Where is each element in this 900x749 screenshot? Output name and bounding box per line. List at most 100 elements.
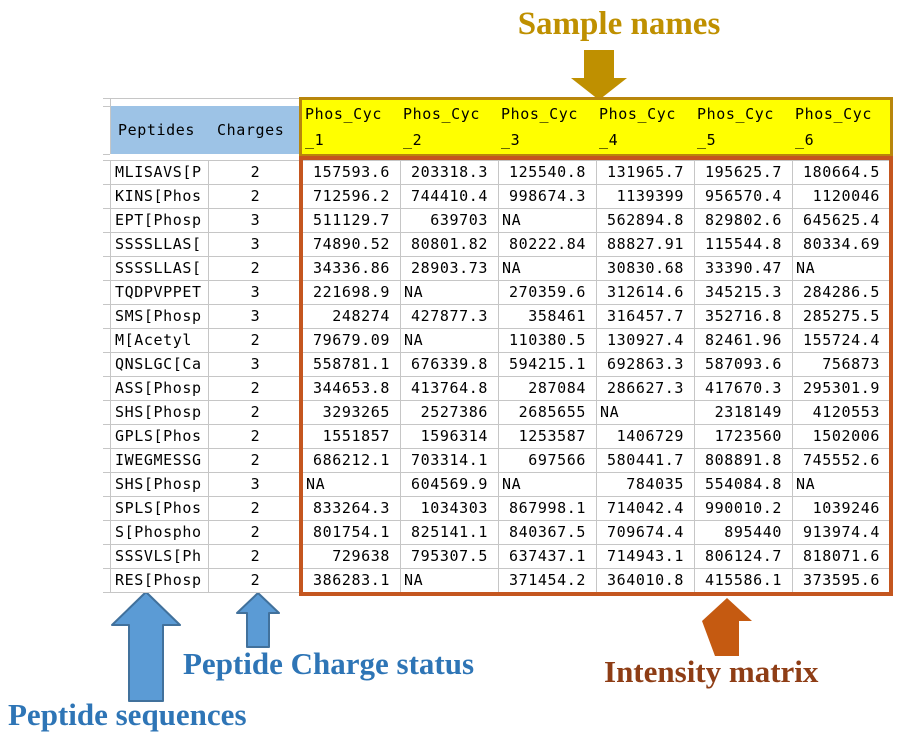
peptide-cell[interactable]: SHS[Phosp bbox=[111, 401, 209, 425]
charge-cell[interactable]: 2 bbox=[209, 569, 303, 593]
charge-cell[interactable]: 2 bbox=[209, 161, 303, 185]
intensity-cell[interactable]: 562894.8 bbox=[597, 209, 695, 233]
intensity-cell[interactable]: 697566 bbox=[499, 449, 597, 473]
sample-header-cell[interactable]: Phos_Cyc_5 bbox=[697, 105, 775, 149]
intensity-cell[interactable]: 221698.9 bbox=[303, 281, 401, 305]
charge-cell[interactable]: 2 bbox=[209, 545, 303, 569]
intensity-cell[interactable]: 990010.2 bbox=[695, 497, 793, 521]
intensity-cell[interactable]: 157593.6 bbox=[303, 161, 401, 185]
intensity-cell[interactable]: 833264.3 bbox=[303, 497, 401, 521]
intensity-cell[interactable]: 358461 bbox=[499, 305, 597, 329]
charge-cell[interactable]: 2 bbox=[209, 185, 303, 209]
intensity-cell[interactable]: NA bbox=[597, 401, 695, 425]
peptide-cell[interactable]: SSSVLS[Ph bbox=[111, 545, 209, 569]
intensity-cell[interactable]: 352716.8 bbox=[695, 305, 793, 329]
charge-cell[interactable]: 2 bbox=[209, 377, 303, 401]
peptide-cell[interactable]: SSSSLLAS[ bbox=[111, 233, 209, 257]
intensity-cell[interactable]: 639703 bbox=[401, 209, 499, 233]
intensity-cell[interactable]: 30830.68 bbox=[597, 257, 695, 281]
intensity-cell[interactable]: 88827.91 bbox=[597, 233, 695, 257]
intensity-cell[interactable]: 1034303 bbox=[401, 497, 499, 521]
peptide-cell[interactable]: M[Acetyl bbox=[111, 329, 209, 353]
intensity-cell[interactable]: 587093.6 bbox=[695, 353, 793, 377]
sample-header-cell[interactable]: Phos_Cyc_3 bbox=[501, 105, 579, 149]
intensity-cell[interactable]: 285275.5 bbox=[793, 305, 891, 329]
intensity-cell[interactable]: 676339.8 bbox=[401, 353, 499, 377]
intensity-cell[interactable]: 2318149 bbox=[695, 401, 793, 425]
intensity-cell[interactable]: 286627.3 bbox=[597, 377, 695, 401]
intensity-cell[interactable]: 714042.4 bbox=[597, 497, 695, 521]
intensity-cell[interactable]: 840367.5 bbox=[499, 521, 597, 545]
intensity-cell[interactable]: 1406729 bbox=[597, 425, 695, 449]
intensity-cell[interactable]: 554084.8 bbox=[695, 473, 793, 497]
intensity-cell[interactable]: 1253587 bbox=[499, 425, 597, 449]
sample-header-cell[interactable]: Phos_Cyc_6 bbox=[795, 105, 873, 149]
intensity-cell[interactable]: 714943.1 bbox=[597, 545, 695, 569]
intensity-cell[interactable]: 195625.7 bbox=[695, 161, 793, 185]
intensity-cell[interactable]: NA bbox=[499, 209, 597, 233]
intensity-cell[interactable]: 956570.4 bbox=[695, 185, 793, 209]
peptide-cell[interactable]: QNSLGC[Ca bbox=[111, 353, 209, 377]
intensity-cell[interactable]: 371454.2 bbox=[499, 569, 597, 593]
intensity-cell[interactable]: 203318.3 bbox=[401, 161, 499, 185]
intensity-cell[interactable]: 801754.1 bbox=[303, 521, 401, 545]
intensity-cell[interactable]: 784035 bbox=[597, 473, 695, 497]
intensity-cell[interactable]: 756873 bbox=[793, 353, 891, 377]
charge-cell[interactable]: 3 bbox=[209, 353, 303, 377]
peptide-cell[interactable]: ASS[Phosp bbox=[111, 377, 209, 401]
peptide-cell[interactable]: IWEGMESSG bbox=[111, 449, 209, 473]
intensity-cell[interactable]: 594215.1 bbox=[499, 353, 597, 377]
intensity-cell[interactable]: 270359.6 bbox=[499, 281, 597, 305]
intensity-cell[interactable]: 373595.6 bbox=[793, 569, 891, 593]
intensity-cell[interactable]: 155724.4 bbox=[793, 329, 891, 353]
intensity-cell[interactable]: 637437.1 bbox=[499, 545, 597, 569]
intensity-cell[interactable]: NA bbox=[303, 473, 401, 497]
intensity-cell[interactable]: 345215.3 bbox=[695, 281, 793, 305]
intensity-cell[interactable]: 82461.96 bbox=[695, 329, 793, 353]
intensity-cell[interactable]: 709674.4 bbox=[597, 521, 695, 545]
intensity-cell[interactable]: 180664.5 bbox=[793, 161, 891, 185]
intensity-cell[interactable]: 80334.69 bbox=[793, 233, 891, 257]
intensity-cell[interactable]: 248274 bbox=[303, 305, 401, 329]
peptide-cell[interactable]: GPLS[Phos bbox=[111, 425, 209, 449]
intensity-cell[interactable]: 125540.8 bbox=[499, 161, 597, 185]
intensity-cell[interactable]: NA bbox=[793, 257, 891, 281]
intensity-cell[interactable]: 417670.3 bbox=[695, 377, 793, 401]
intensity-cell[interactable]: 558781.1 bbox=[303, 353, 401, 377]
intensity-cell[interactable]: 34336.86 bbox=[303, 257, 401, 281]
intensity-cell[interactable]: 344653.8 bbox=[303, 377, 401, 401]
intensity-cell[interactable]: 287084 bbox=[499, 377, 597, 401]
intensity-cell[interactable]: NA bbox=[401, 281, 499, 305]
intensity-cell[interactable]: NA bbox=[499, 257, 597, 281]
intensity-cell[interactable]: 1723560 bbox=[695, 425, 793, 449]
charge-cell[interactable]: 2 bbox=[209, 401, 303, 425]
charge-cell[interactable]: 2 bbox=[209, 449, 303, 473]
intensity-cell[interactable]: 825141.1 bbox=[401, 521, 499, 545]
intensity-cell[interactable]: 110380.5 bbox=[499, 329, 597, 353]
intensity-cell[interactable]: 33390.47 bbox=[695, 257, 793, 281]
intensity-cell[interactable]: 284286.5 bbox=[793, 281, 891, 305]
intensity-cell[interactable]: 1139399 bbox=[597, 185, 695, 209]
intensity-cell[interactable]: 131965.7 bbox=[597, 161, 695, 185]
intensity-cell[interactable]: 692863.3 bbox=[597, 353, 695, 377]
intensity-cell[interactable]: 604569.9 bbox=[401, 473, 499, 497]
sample-header-cell[interactable]: Phos_Cyc_2 bbox=[403, 105, 481, 149]
intensity-cell[interactable]: 703314.1 bbox=[401, 449, 499, 473]
peptide-cell[interactable]: RES[Phosp bbox=[111, 569, 209, 593]
intensity-cell[interactable]: 913974.4 bbox=[793, 521, 891, 545]
intensity-cell[interactable]: 1039246 bbox=[793, 497, 891, 521]
intensity-cell[interactable]: 729638 bbox=[303, 545, 401, 569]
intensity-cell[interactable]: 795307.5 bbox=[401, 545, 499, 569]
intensity-cell[interactable]: 364010.8 bbox=[597, 569, 695, 593]
intensity-cell[interactable]: NA bbox=[499, 473, 597, 497]
intensity-cell[interactable]: NA bbox=[401, 329, 499, 353]
intensity-cell[interactable]: 130927.4 bbox=[597, 329, 695, 353]
charge-cell[interactable]: 2 bbox=[209, 521, 303, 545]
intensity-cell[interactable]: 580441.7 bbox=[597, 449, 695, 473]
intensity-cell[interactable]: 386283.1 bbox=[303, 569, 401, 593]
charge-cell[interactable]: 2 bbox=[209, 425, 303, 449]
intensity-cell[interactable]: 427877.3 bbox=[401, 305, 499, 329]
intensity-cell[interactable]: 745552.6 bbox=[793, 449, 891, 473]
peptide-cell[interactable]: EPT[Phosp bbox=[111, 209, 209, 233]
intensity-cell[interactable]: 4120553 bbox=[793, 401, 891, 425]
